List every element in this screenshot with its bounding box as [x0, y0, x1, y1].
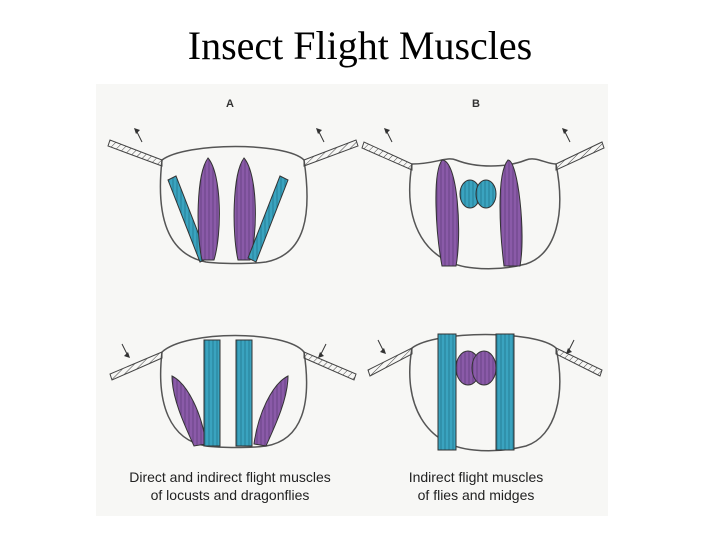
indirect-muscle-right	[236, 340, 252, 446]
caption-b-line1: Indirect flight muscles	[376, 468, 576, 486]
diagram-a-downstroke	[110, 336, 356, 448]
panel-b-label: B	[472, 98, 480, 110]
diagram-a-upstroke	[108, 128, 358, 264]
indirect-muscle-right	[234, 158, 255, 260]
direct-muscle-left	[172, 376, 206, 446]
direct-muscle-right	[254, 376, 288, 446]
panel-a-label: A	[226, 98, 234, 110]
diagram-b-downstroke	[368, 334, 602, 451]
dorsoventral-muscle-left	[438, 334, 456, 450]
longitudinal-muscle-right	[472, 351, 496, 385]
dorsoventral-muscle-right	[500, 160, 522, 266]
caption-b: Indirect flight muscles of flies and mid…	[376, 468, 576, 504]
caption-b-line2: of flies and midges	[376, 486, 576, 504]
flight-muscle-diagram	[96, 84, 608, 516]
dorsoventral-muscle-right	[496, 334, 514, 450]
caption-a: Direct and indirect flight muscles of lo…	[100, 468, 360, 504]
indirect-muscle-left	[198, 158, 219, 260]
caption-a-line2: of locusts and dragonflies	[100, 486, 360, 504]
dorsoventral-muscle-left	[436, 160, 459, 266]
flight-muscle-figure: A B Direct and indirect flight muscles o…	[96, 84, 608, 516]
caption-a-line1: Direct and indirect flight muscles	[100, 468, 360, 486]
slide-title: Insect Flight Muscles	[0, 22, 720, 70]
indirect-muscle-left	[204, 340, 220, 446]
diagram-b-upstroke	[362, 128, 604, 269]
longitudinal-muscle-right	[476, 180, 496, 208]
